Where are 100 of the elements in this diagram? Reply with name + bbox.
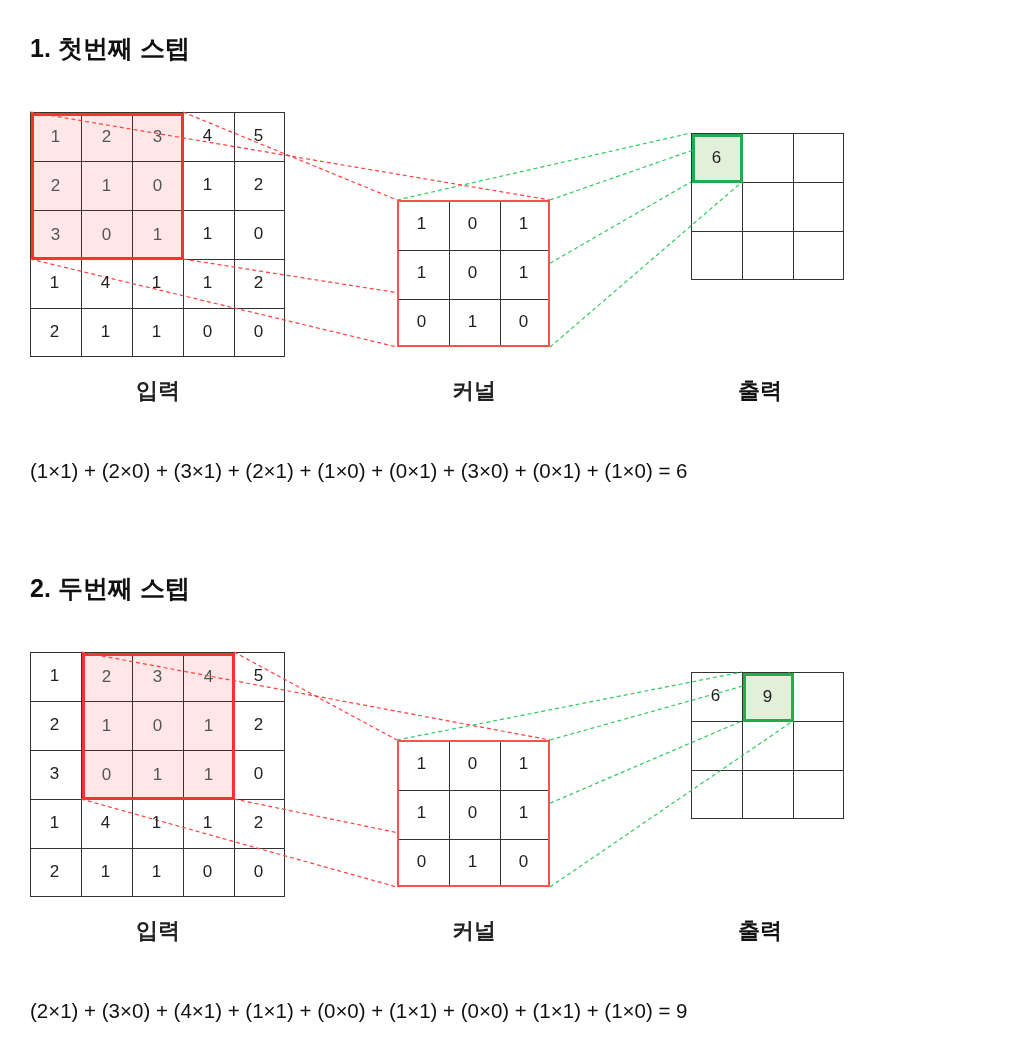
cell-value: 1: [201, 173, 214, 196]
cell-value: 1: [99, 320, 112, 343]
kernel-grid: [397, 740, 550, 887]
cell-value: 0: [466, 752, 479, 775]
cell-value: 3: [151, 125, 164, 148]
cell-value: 2: [100, 125, 113, 148]
cell-value: 0: [517, 850, 530, 873]
cell-value: 0: [466, 212, 479, 235]
grid-caption: 커널: [450, 917, 497, 945]
cell-value: 1: [415, 212, 428, 235]
projection-line: [233, 798, 398, 834]
cell-value: 2: [48, 860, 61, 883]
cell-value: 1: [48, 271, 61, 294]
cell-value: 0: [517, 310, 530, 333]
cell-value: 4: [99, 271, 112, 294]
cell-value: 0: [466, 801, 479, 824]
cell-value: 6: [709, 684, 722, 707]
cell-value: 0: [201, 860, 214, 883]
cell-value: 1: [466, 850, 479, 873]
projection-line: [233, 651, 398, 741]
input-grid: [30, 112, 285, 357]
cell-value: 1: [150, 320, 163, 343]
projection-line: [549, 181, 692, 264]
cell-value: 1: [150, 860, 163, 883]
cell-value: 4: [202, 665, 215, 688]
sliding-window: [31, 113, 184, 260]
cell-value: 0: [252, 320, 265, 343]
projection-line: [29, 258, 398, 348]
grid-caption: 출력: [738, 377, 782, 405]
cell-value: 2: [252, 713, 265, 736]
cell-value: 1: [151, 763, 164, 786]
cell-value: 1: [517, 212, 530, 235]
grid-caption: 출력: [738, 917, 782, 945]
cell-value: 1: [150, 271, 163, 294]
cell-value: 3: [49, 223, 62, 246]
cell-value: 5: [252, 124, 265, 147]
cell-value: 1: [517, 801, 530, 824]
cell-value: 1: [201, 222, 214, 245]
projection-line: [80, 651, 551, 741]
output-grid: [691, 133, 844, 280]
cell-value: 0: [252, 762, 265, 785]
formula-text: (2×1) + (3×0) + (4×1) + (1×1) + (0×0) + (1×1) + (0×0) + (1×1) + (1×0) = 9: [30, 998, 688, 1024]
projection-line: [29, 111, 551, 201]
cell-value: 3: [48, 762, 61, 785]
cell-value: 4: [99, 811, 112, 834]
cell-value: 1: [151, 223, 164, 246]
grid-caption: 입력: [134, 917, 181, 945]
cell-value: 1: [100, 174, 113, 197]
cell-value: 1: [201, 811, 214, 834]
grid-caption: 커널: [450, 377, 497, 405]
cell-value: 2: [252, 811, 265, 834]
cell-value: 0: [252, 222, 265, 245]
projection-line: [80, 798, 398, 888]
cell-value: 2: [49, 174, 62, 197]
output-cell: [692, 134, 743, 183]
sliding-window: [82, 653, 235, 800]
projection-line: [396, 132, 692, 201]
cell-value: 0: [415, 850, 428, 873]
projection-line: [549, 720, 743, 804]
output-cell: [743, 673, 794, 722]
cell-value: 0: [466, 261, 479, 284]
output-grid: [691, 672, 844, 819]
cell-value: 5: [252, 664, 265, 687]
cell-value: 1: [466, 310, 479, 333]
cell-value: 1: [202, 763, 215, 786]
cell-value: 0: [100, 223, 113, 246]
cell-value: 2: [48, 713, 61, 736]
cell-value: 0: [252, 860, 265, 883]
cell-value: 1: [48, 664, 61, 687]
cell-value: 1: [49, 125, 62, 148]
cell-value: 1: [201, 271, 214, 294]
cell-value: 2: [252, 271, 265, 294]
cell-value: 6: [710, 146, 723, 169]
cell-value: 0: [151, 174, 164, 197]
cell-value: 1: [150, 811, 163, 834]
cell-value: 1: [99, 860, 112, 883]
cell-value: 1: [517, 261, 530, 284]
kernel-grid: [397, 200, 550, 347]
grid-caption: 입력: [134, 377, 181, 405]
cell-value: 0: [415, 310, 428, 333]
cell-value: 1: [517, 752, 530, 775]
cell-value: 2: [100, 665, 113, 688]
projection-line: [396, 671, 743, 741]
cell-value: 1: [202, 714, 215, 737]
step-heading: 1. 첫번째 스텝: [30, 33, 190, 64]
cell-value: 0: [151, 714, 164, 737]
input-grid: [30, 652, 285, 897]
formula-text: (1×1) + (2×0) + (3×1) + (2×1) + (1×0) + (0×1) + (3×0) + (0×1) + (1×0) = 6: [30, 458, 688, 484]
cell-value: 9: [761, 685, 774, 708]
cell-value: 3: [151, 665, 164, 688]
cell-value: 1: [48, 811, 61, 834]
cell-value: 1: [415, 801, 428, 824]
cell-value: 1: [415, 752, 428, 775]
cell-value: 1: [100, 714, 113, 737]
cell-value: 0: [201, 320, 214, 343]
cell-value: 1: [415, 261, 428, 284]
cell-value: 4: [201, 124, 214, 147]
cell-value: 2: [48, 320, 61, 343]
cell-value: 2: [252, 173, 265, 196]
cell-value: 0: [100, 763, 113, 786]
